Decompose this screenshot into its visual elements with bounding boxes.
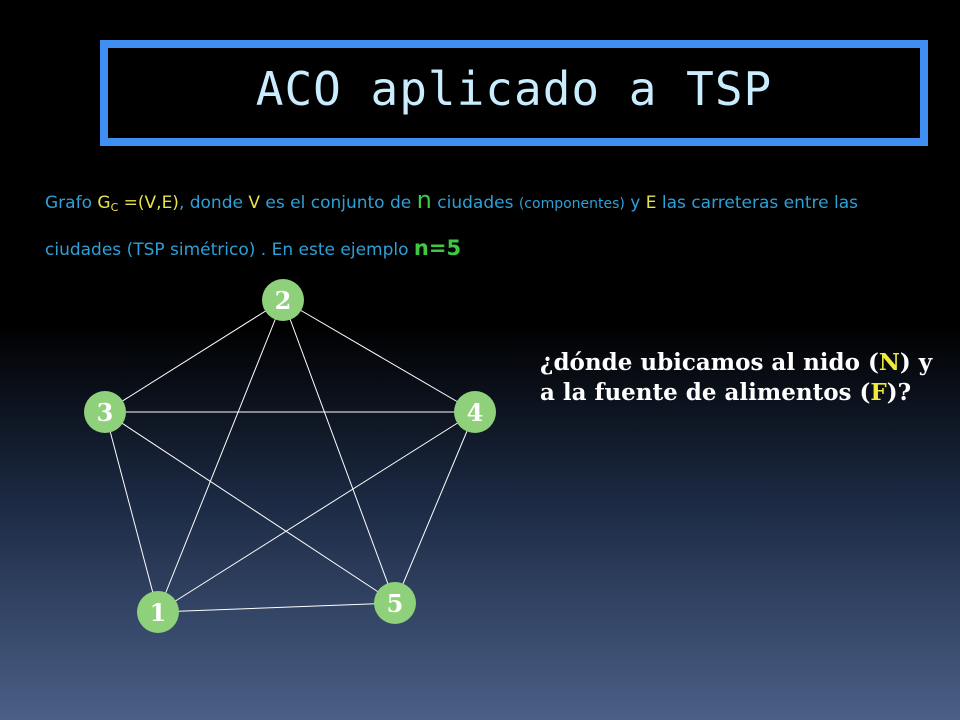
subtitle-text-3: ciudades: [431, 193, 519, 213]
edge-4-5: [394, 411, 476, 604]
n-equals-5: n=5: [413, 236, 462, 260]
subtitle-prefix: Grafo: [45, 193, 98, 213]
edge-1-4: [157, 411, 476, 613]
subtitle-components: (componentes): [518, 196, 625, 212]
vertex-symbol: V: [248, 193, 261, 213]
graph-subscript: C: [110, 201, 119, 214]
question-text: ¿dónde ubicamos al nido (N) y a la fuent…: [540, 348, 940, 408]
node-label-5: 5: [387, 589, 404, 618]
slide-title: ACO aplicado a TSP: [255, 62, 773, 116]
graph-edges: [104, 299, 476, 613]
edge-2-4: [282, 299, 476, 413]
graph-def: =(V,E): [118, 193, 179, 213]
subtitle-text-1: , donde: [178, 193, 249, 213]
edge-2-3: [104, 299, 284, 413]
question-food: F: [870, 379, 887, 406]
subtitle-text-5: las carreteras entre las ciudades: [45, 193, 859, 260]
node-label-3: 3: [97, 398, 114, 427]
subtitle-text-4: y: [624, 193, 646, 213]
title-box: ACO aplicado a TSP: [100, 40, 928, 146]
question-part-1: ¿dónde ubicamos al nido (: [540, 349, 879, 376]
node-2: [262, 279, 304, 321]
node-4: [454, 391, 496, 433]
node-label-1: 1: [150, 598, 167, 627]
edge-symbol: E: [645, 193, 657, 213]
n-symbol: n: [416, 186, 432, 214]
question-part-3: )?: [886, 379, 912, 406]
slide-subtitle: Grafo GC =(V,E), donde V es el conjunto …: [45, 180, 925, 270]
edge-1-2: [157, 299, 284, 613]
question-part-2: ) y a la fuente de alimentos (: [540, 349, 933, 406]
node-label-4: 4: [467, 398, 484, 427]
question-nest: N: [878, 349, 900, 376]
node-1: [137, 591, 179, 633]
subtitle-text-6: . En este ejemplo: [255, 240, 414, 260]
edge-2-5: [282, 299, 396, 604]
node-5: [374, 582, 416, 624]
subtitle-text-2: es el conjunto de: [260, 193, 417, 213]
edge-3-5: [104, 411, 396, 604]
edge-1-5: [157, 602, 396, 613]
edge-1-3: [104, 411, 159, 613]
subtitle-tsp: (TSP simétrico): [126, 240, 256, 260]
node-label-2: 2: [275, 286, 292, 315]
node-3: [84, 391, 126, 433]
graph-nodes: 1 2 3 4 5: [84, 279, 496, 633]
graph-symbol: GC =(V,E): [97, 193, 179, 214]
